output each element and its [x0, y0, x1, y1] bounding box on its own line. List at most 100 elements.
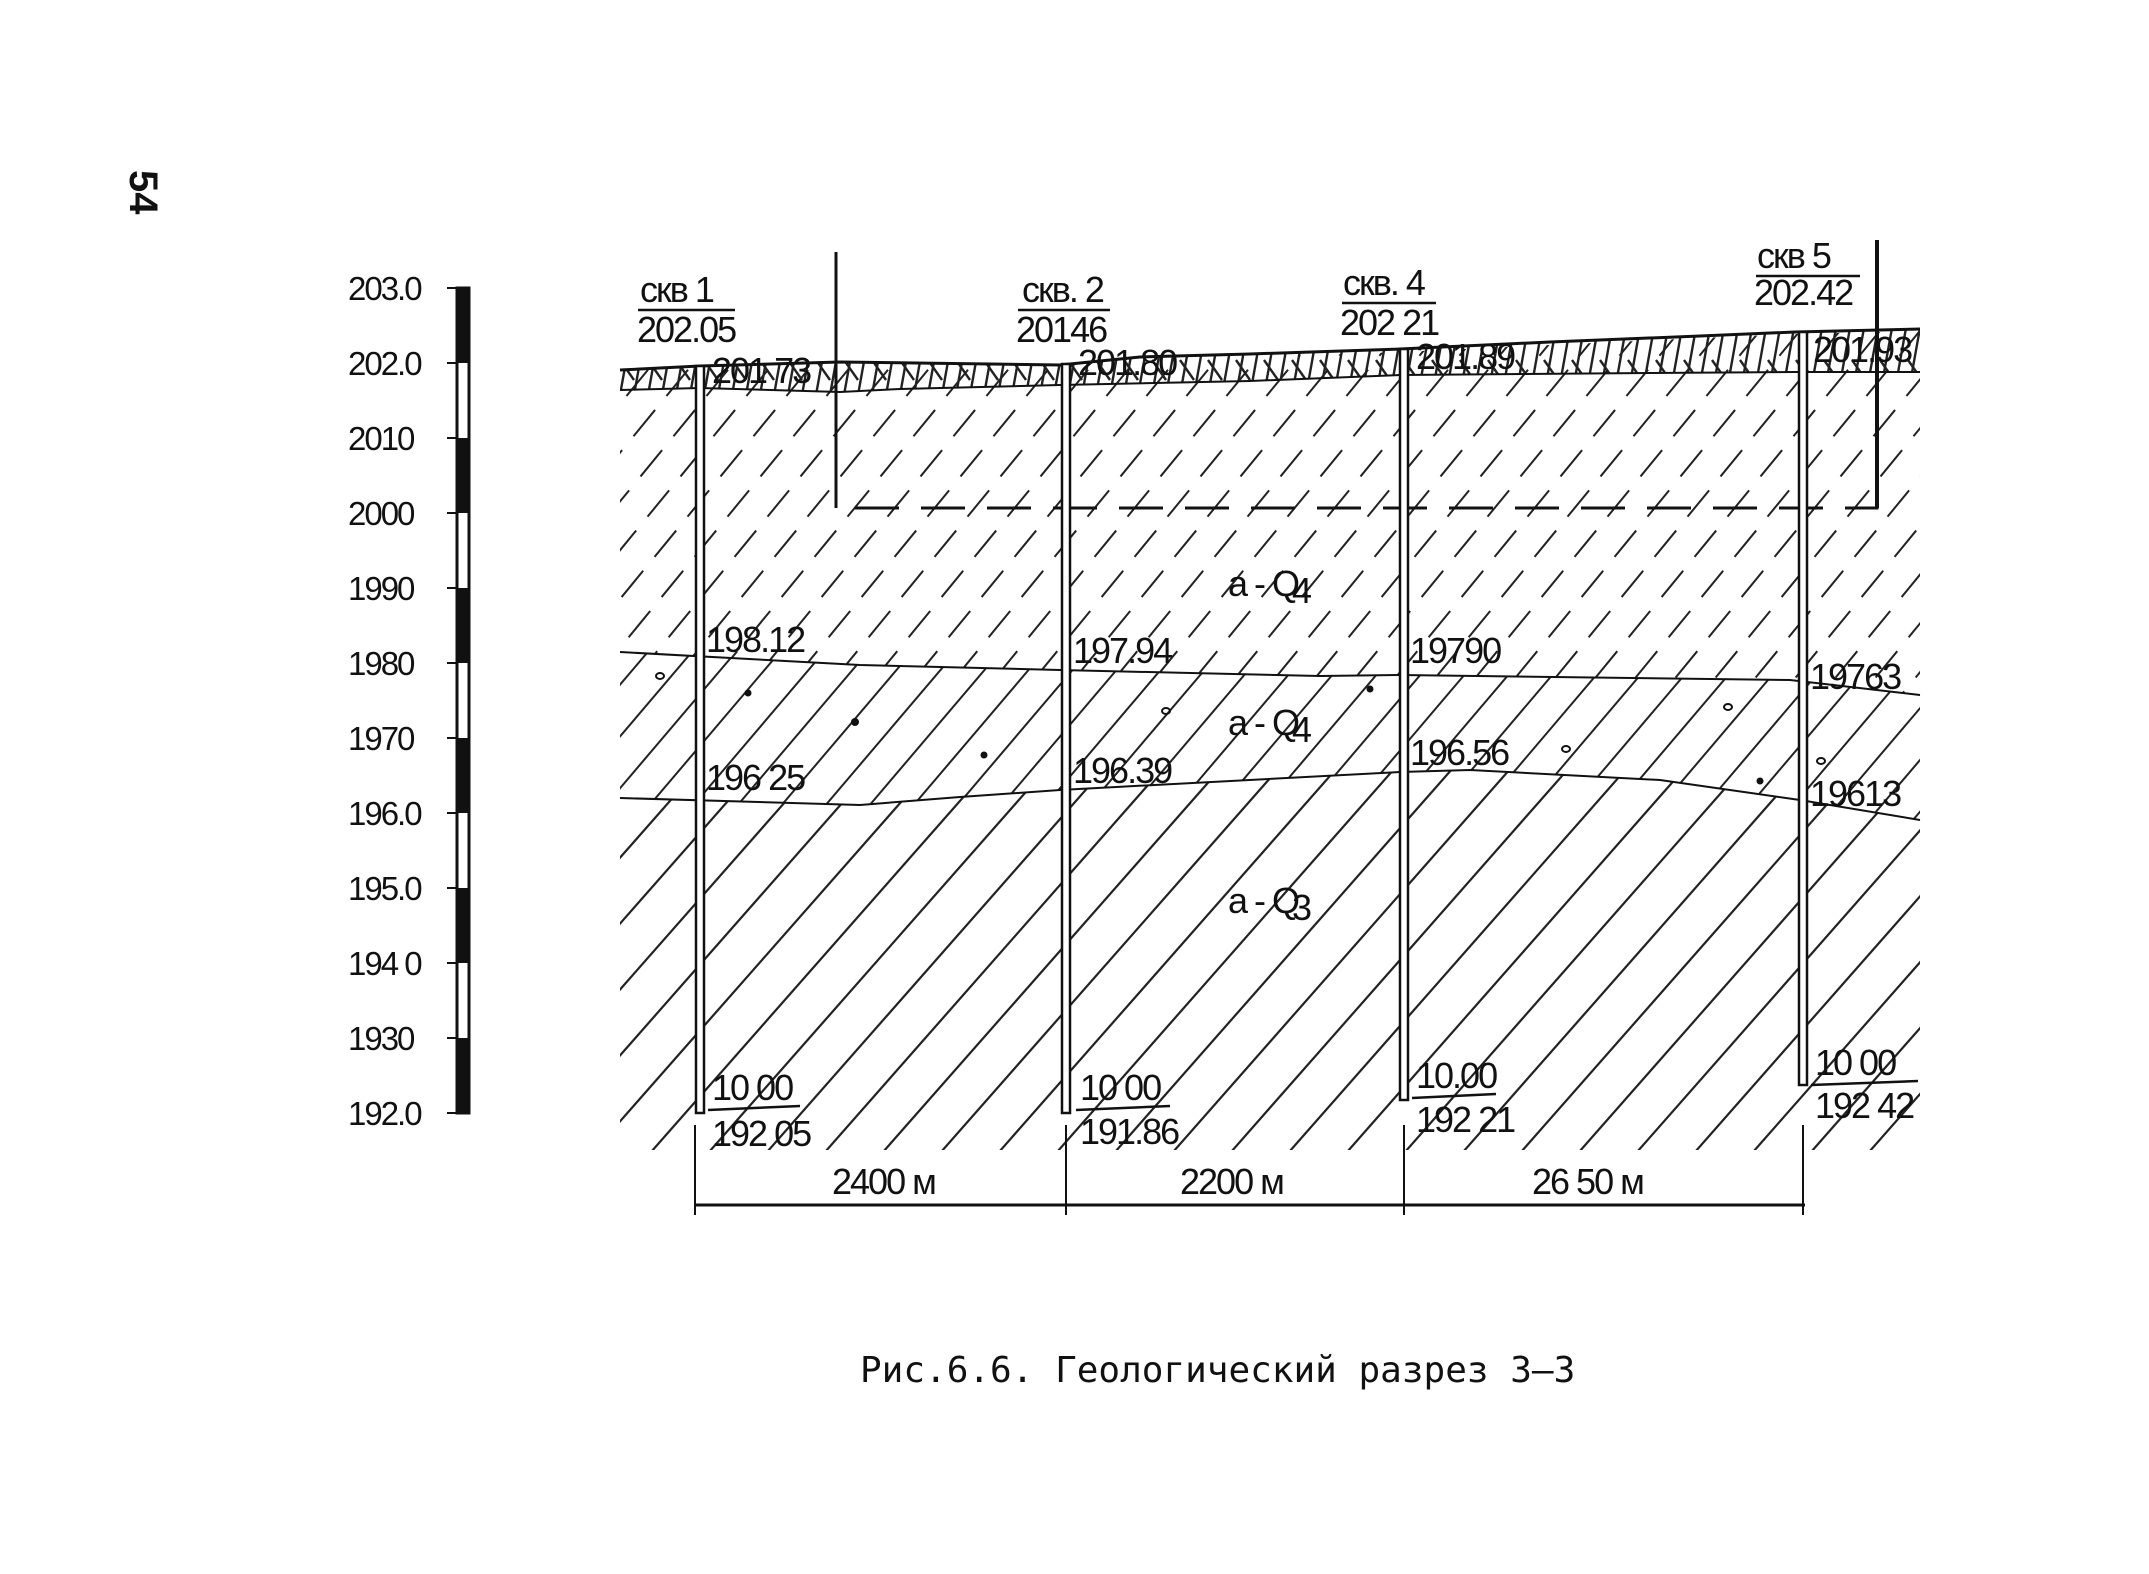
hatch-line [1655, 359, 1671, 381]
hatch-line [1107, 770, 1901, 1150]
hatch-line [1739, 359, 1755, 381]
hatch-line [919, 331, 1659, 695]
scale-label: 1990 [348, 570, 415, 607]
hatch-line [1543, 359, 1559, 381]
hatch-line [1687, 770, 1920, 1150]
borehole-depth: 10 00 [1080, 1067, 1161, 1108]
figure-caption: Рис.6.6. Геологический разрез 3–3 [860, 1350, 1575, 1391]
hatch-line [2080, 260, 2149, 1160]
hatch-line [620, 331, 1179, 695]
hatch-line [620, 331, 939, 695]
hatch-line [620, 329, 634, 392]
fraction-line [1810, 1079, 1919, 1087]
hatch-line [991, 770, 1785, 1150]
hatch-line [2020, 260, 2149, 1160]
hatch-line [1399, 331, 1920, 695]
hatch-line [831, 652, 1598, 820]
layer-label-index: 3 [1292, 887, 1311, 928]
hatch-line [2094, 260, 2149, 1160]
hatch-line [1165, 770, 1920, 1150]
hatch-line [1447, 652, 1920, 820]
borehole-shaft [694, 364, 706, 1115]
hatch-line [0, 260, 541, 1160]
hatch-line [875, 770, 1669, 1150]
hatch-line [620, 652, 1114, 820]
lower-contact-elevation: 19613 [1810, 773, 1901, 814]
scale-label: 203.0 [348, 270, 422, 307]
hatch-line [719, 331, 1459, 695]
hatch-line [620, 331, 1339, 695]
hatch-line [620, 331, 779, 695]
soil-bottom-line [619, 371, 1920, 394]
hatch-line [879, 331, 1619, 695]
hatch-line [620, 770, 915, 1150]
hatch-line [1780, 329, 1796, 392]
hatch-line [620, 331, 1299, 695]
distance-label-2-4: 2200 м [1180, 1161, 1283, 1202]
hatch-line [1919, 331, 1920, 695]
hatch-line [620, 331, 1259, 695]
hatch-line [620, 652, 806, 820]
borehole-name: скв. 2 [1022, 269, 1104, 310]
scale-label: 192.0 [348, 1095, 422, 1132]
hatch-line [1220, 329, 1236, 392]
upper-contact-elevation: 198.12 [706, 619, 805, 660]
hatch-line [1183, 652, 1920, 820]
hatch-line [839, 331, 1579, 695]
hatch-line [620, 652, 1246, 820]
scale-segment [457, 1038, 469, 1113]
hatch-line [799, 331, 1539, 695]
hatch-line [1095, 652, 1862, 820]
hatch-line [620, 652, 850, 820]
hatch-line [0, 260, 378, 1160]
scale-label: 2000 [348, 495, 415, 532]
hatch-line [655, 652, 1422, 820]
hatch-line [959, 331, 1699, 695]
hatch-line [1919, 770, 1920, 1150]
layer-upper-hatch [0, 260, 2149, 1160]
hatch-line [679, 331, 1419, 695]
hatch-line [1711, 652, 1920, 820]
hatch-line [919, 652, 1686, 820]
hatch-line [0, 260, 392, 1160]
hatch-line [1724, 329, 1740, 392]
elevation-scale: 203.0202.020102000199019801970196.0195.0… [348, 270, 471, 1132]
hatch-line [2000, 260, 2149, 1160]
hatch-line [1319, 331, 1920, 695]
hatch-line [620, 770, 1321, 1150]
inclusion-marks [655, 672, 1826, 785]
fraction-line [1075, 1104, 1171, 1112]
scale-label: 196.0 [348, 795, 422, 832]
hatch-line [1227, 652, 1920, 820]
hatch-line [1623, 652, 1920, 820]
hatch-line [620, 770, 1089, 1150]
hatch-line [1861, 770, 1920, 1150]
scale-label: 1980 [348, 645, 415, 682]
hatch-line [620, 652, 1202, 820]
hatch-line [1513, 770, 1920, 1150]
hatch-line [1151, 359, 1167, 381]
hatch-line [620, 770, 625, 1150]
hatch-line [620, 331, 1219, 695]
hatch-line [620, 331, 1139, 695]
hatch-line [1319, 359, 1335, 381]
hatch-line [759, 770, 1553, 1150]
hatch-line [620, 652, 1158, 820]
hatch-line [620, 652, 894, 820]
hatch-line [643, 770, 1437, 1150]
hatch-line [620, 652, 1290, 820]
ground-surface-line [619, 327, 1921, 372]
borehole-shaft [1797, 330, 1809, 1087]
scale-label: 194 0 [348, 945, 422, 982]
hatch-line [620, 770, 1263, 1150]
hatch-line [1556, 329, 1572, 392]
inclusion-mark [1816, 757, 1826, 765]
hatch-line [1559, 331, 1920, 695]
hatch-line [620, 652, 1070, 820]
hatch-line [1403, 652, 1920, 820]
hatch-line [1683, 359, 1699, 381]
borehole-depth: 10 00 [712, 1067, 793, 1108]
contact-line-upper [619, 651, 1921, 696]
hatch-line [982, 329, 998, 392]
